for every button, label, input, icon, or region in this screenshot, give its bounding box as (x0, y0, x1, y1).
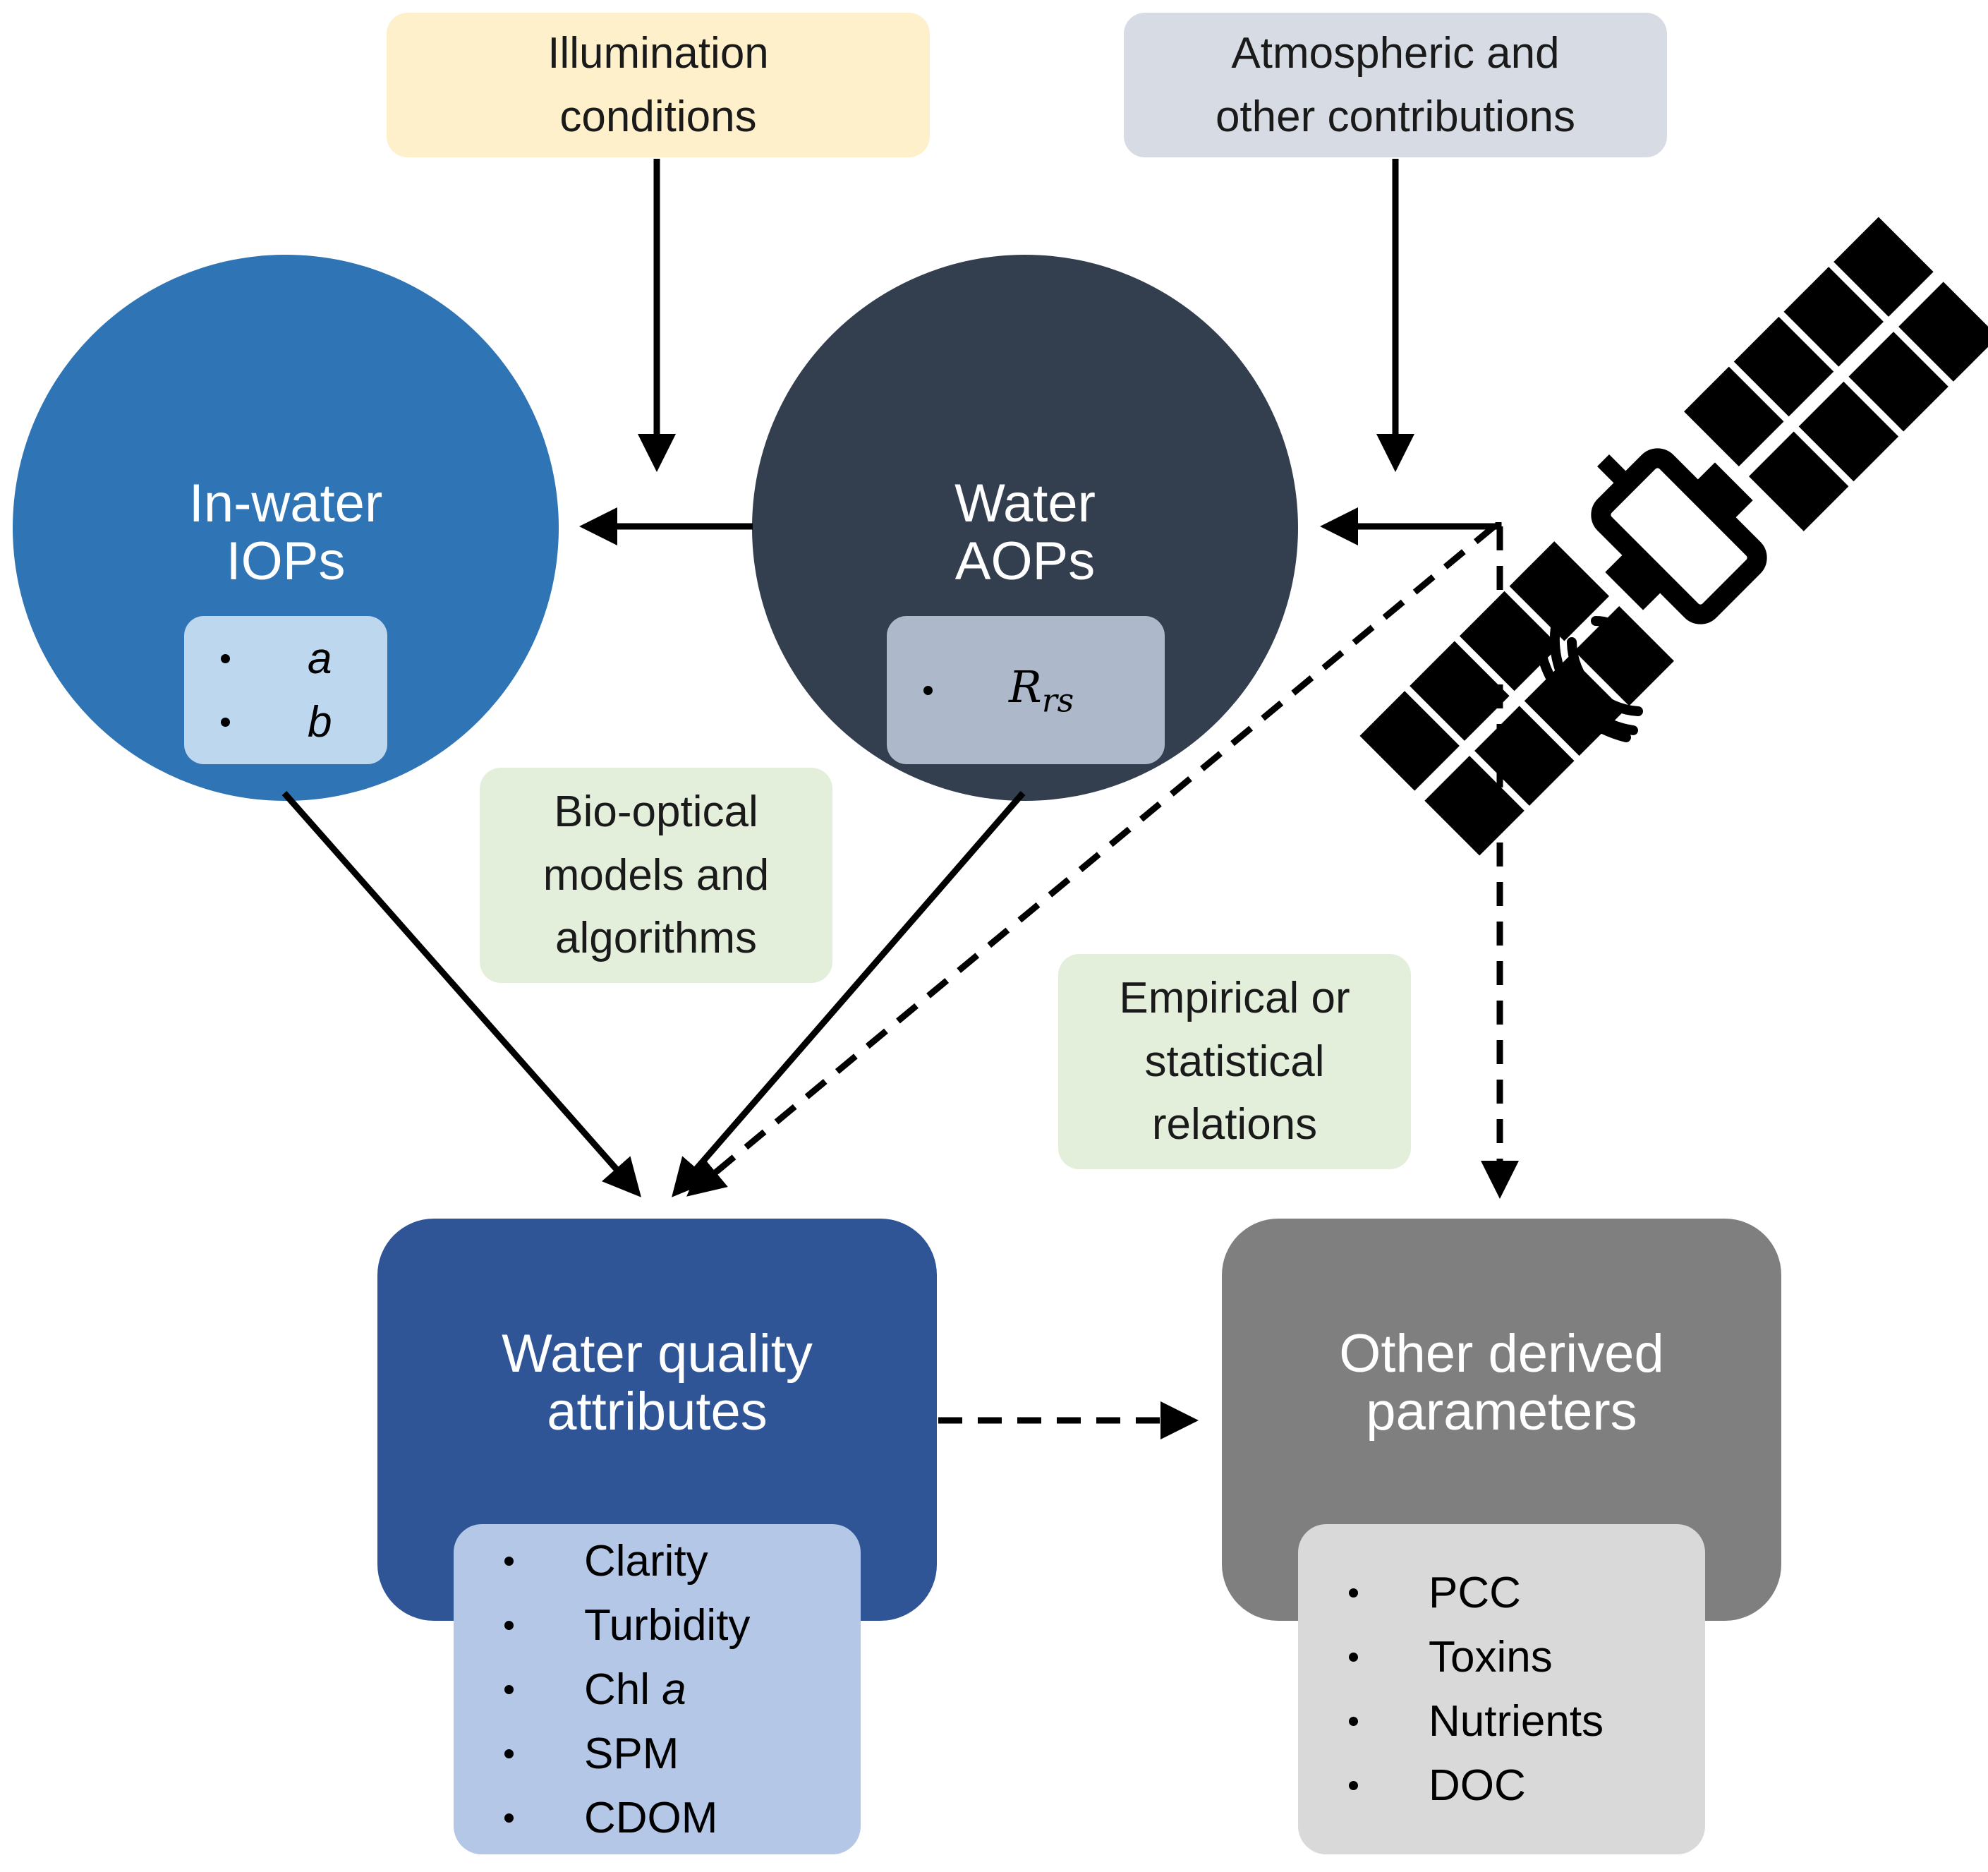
bullet-dot (504, 1749, 514, 1758)
iops-title-line-2: IOPs (226, 531, 346, 591)
illumination-label-line-1: Illumination (547, 28, 769, 78)
wq-item-cdom: CDOM (584, 1793, 718, 1842)
water-quality-box (377, 1219, 937, 1621)
empirical-line-1: Empirical or (1119, 973, 1350, 1022)
bullet-dot (504, 1556, 514, 1566)
water-quality-title-line-2: attributes (547, 1382, 768, 1442)
list-item: a (221, 627, 387, 690)
list-item: Turbidity (504, 1593, 861, 1657)
list-item: PCC (1349, 1561, 1705, 1625)
water-quality-title-line-1: Water quality (502, 1323, 813, 1384)
aops-title: Water AOPs (845, 452, 1205, 614)
iops-title: In-water IOPs (106, 452, 466, 614)
list-item: b (221, 690, 387, 754)
bullet-dot (1349, 1588, 1358, 1598)
other-item-nutrients: Nutrients (1429, 1697, 1604, 1746)
bio-optical-line-2: models and (543, 850, 770, 900)
wq-item-turbidity: Turbidity (584, 1600, 751, 1650)
other-derived-title-line-1: Other derived (1339, 1323, 1664, 1384)
aops-list: Rrs (887, 616, 1165, 764)
bio-optical-box: Bio-optical models and algorithms (480, 768, 832, 983)
aops-title-line-1: Water (954, 473, 1096, 533)
list-item: Clarity (504, 1529, 861, 1593)
atmospheric-label-line-2: other contributions (1215, 92, 1576, 141)
bullet-dot (923, 685, 933, 695)
other-item-pcc: PCC (1429, 1569, 1521, 1617)
list-item: DOC (1349, 1753, 1705, 1818)
list-item: Chl a (504, 1657, 861, 1722)
illumination-label-line-2: conditions (559, 92, 757, 141)
arrow-iops-to-wq (281, 791, 641, 1197)
wq-item-chl-italic: a (662, 1665, 686, 1714)
atmospheric-label-line-1: Atmospheric and (1231, 28, 1560, 78)
iops-item-a: a (308, 634, 332, 683)
other-derived-title: Other derived parameters (1222, 1298, 1781, 1468)
aops-title-line-2: AOPs (954, 531, 1096, 591)
other-derived-title-line-2: parameters (1366, 1382, 1637, 1442)
empirical-box: Empirical or statistical relations (1058, 954, 1411, 1169)
wq-item-chl-text: Chl (584, 1665, 662, 1714)
bullet-dot (1349, 1717, 1358, 1726)
bio-optical-line-1: Bio-optical (554, 787, 758, 836)
list-item: Toxins (1349, 1625, 1705, 1689)
iops-item-b: b (308, 697, 332, 747)
iops-list: a b (184, 616, 387, 764)
iops-circle (13, 255, 559, 801)
rrs-main: R (1009, 660, 1042, 713)
list-item: Rrs (923, 658, 1165, 722)
empirical-line-3: relations (1151, 1100, 1318, 1149)
list-item: Nutrients (1349, 1689, 1705, 1753)
bio-optical-line-3: algorithms (555, 914, 757, 963)
bullet-dot (221, 653, 230, 663)
wq-item-chl: Chl a (584, 1665, 686, 1715)
bullet-dot (1349, 1653, 1358, 1662)
other-item-toxins: Toxins (1429, 1633, 1553, 1681)
arrow-aops-to-wq (672, 791, 1026, 1197)
wq-item-clarity: Clarity (584, 1536, 708, 1586)
water-quality-list: Clarity Turbidity Chl a SPM CDOM (454, 1524, 861, 1854)
bullet-dot (504, 1620, 514, 1630)
other-derived-list: PCC Toxins Nutrients DOC (1298, 1524, 1705, 1854)
other-derived-box (1222, 1219, 1781, 1621)
wq-item-spm: SPM (584, 1729, 679, 1778)
other-item-doc: DOC (1429, 1761, 1526, 1810)
satellite-icon (1359, 217, 1988, 856)
arrow-satellite-to-aops (1320, 507, 1502, 545)
rrs-sub: rs (1041, 681, 1074, 720)
bullet-dot (221, 717, 230, 727)
illumination-box: Illumination conditions (387, 13, 930, 157)
list-item: CDOM (504, 1786, 861, 1850)
list-item: SPM (504, 1722, 861, 1786)
atmospheric-box: Atmospheric and other contributions (1124, 13, 1667, 157)
iops-title-line-1: In-water (188, 473, 383, 533)
water-quality-title: Water quality attributes (377, 1298, 937, 1468)
aops-item-rrs: Rrs (1009, 661, 1074, 719)
empirical-line-2: statistical (1144, 1037, 1325, 1086)
arrow-satellite-to-wq-dashed (686, 524, 1496, 1197)
bullet-dot (1349, 1781, 1358, 1790)
bullet-dot (504, 1813, 514, 1823)
bullet-dot (504, 1684, 514, 1694)
